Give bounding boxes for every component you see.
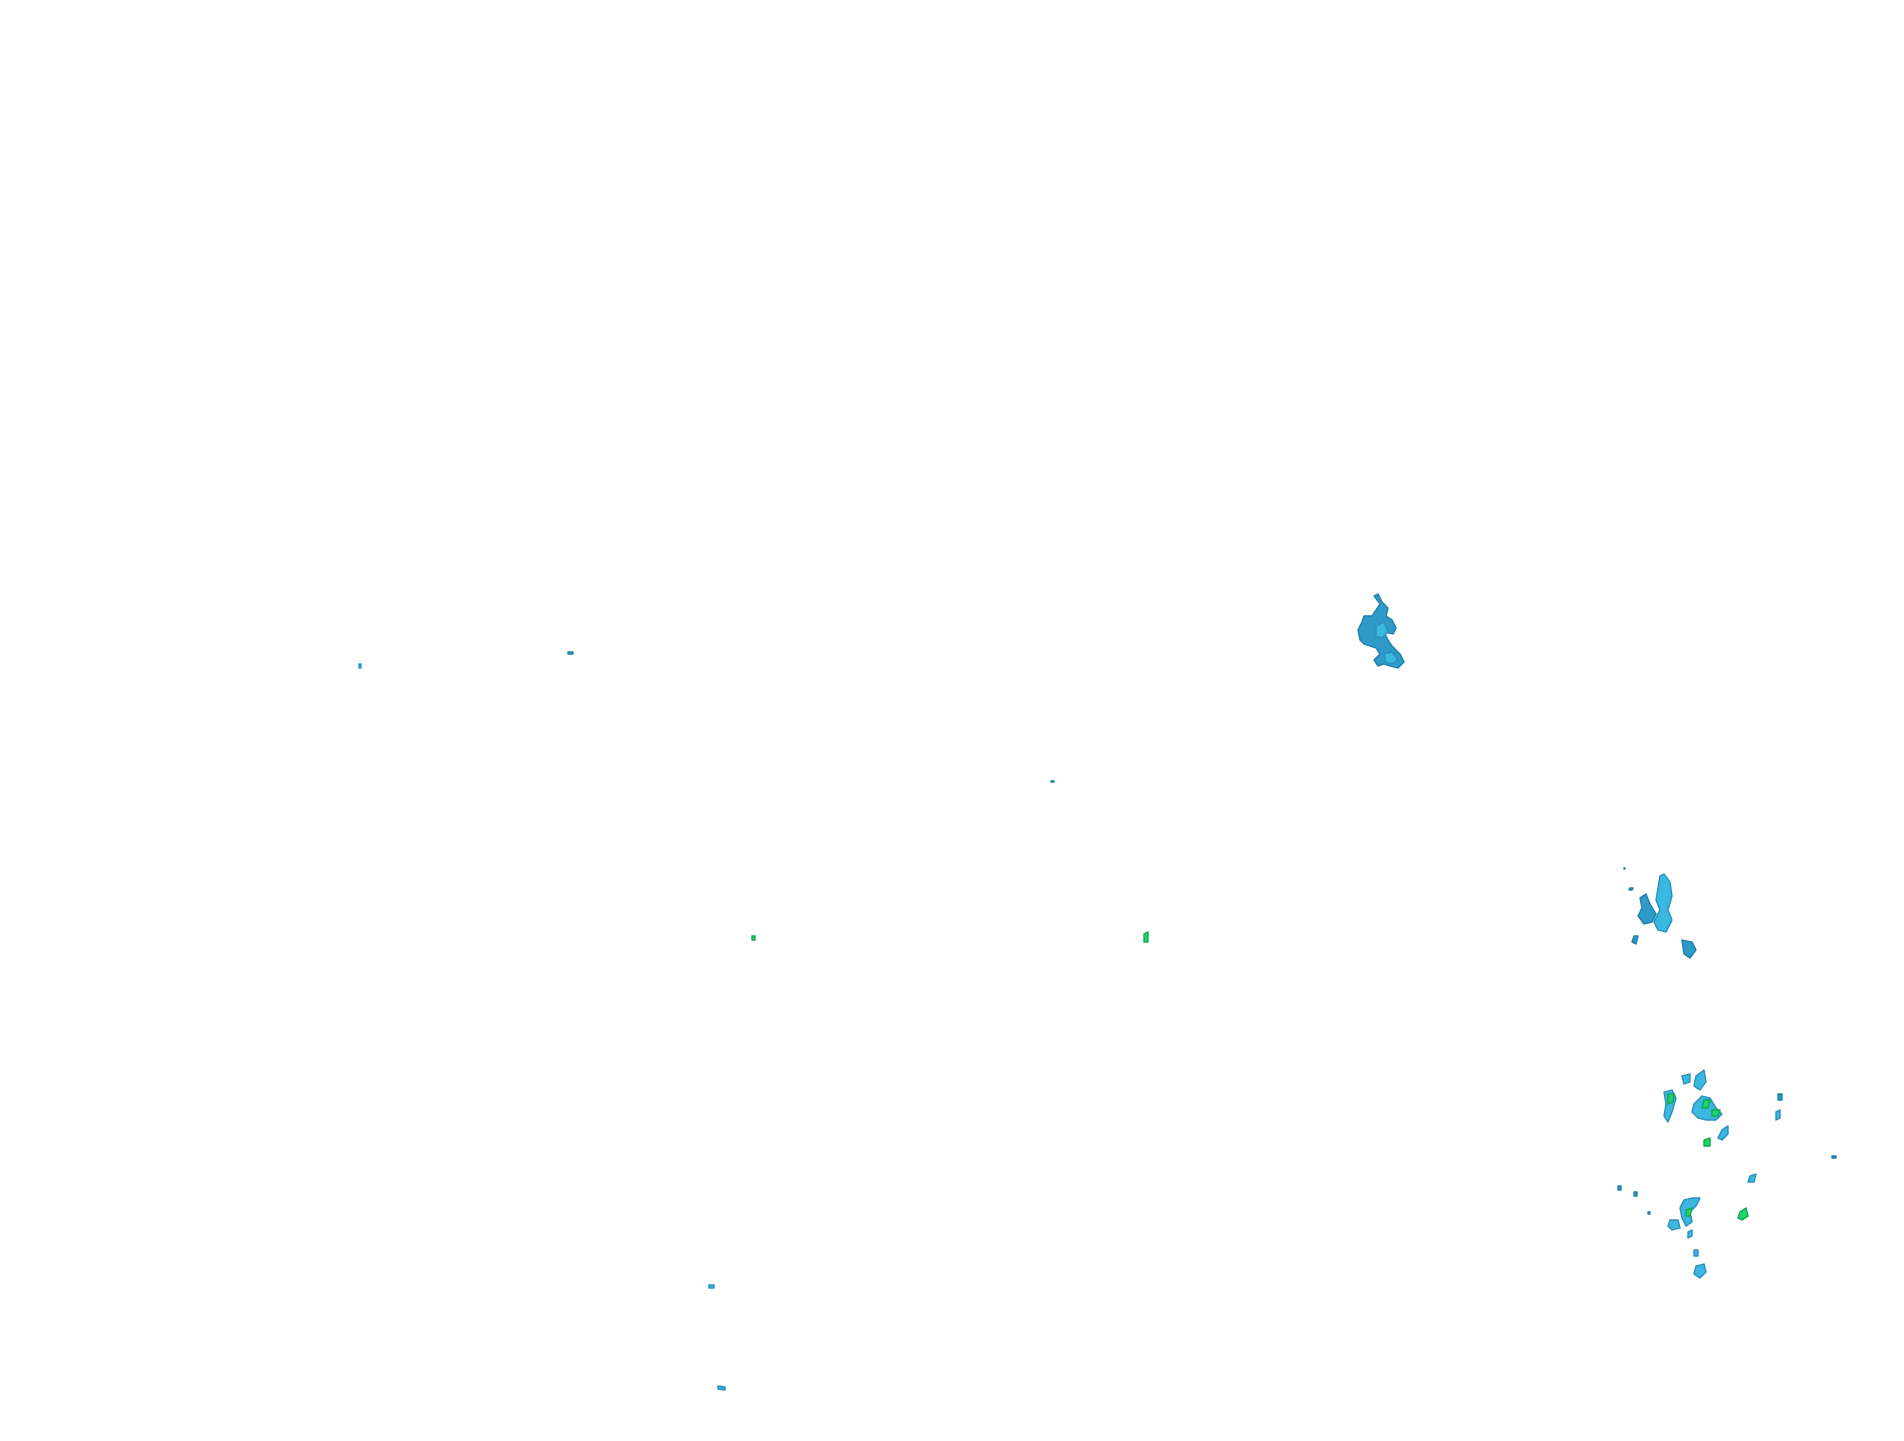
precipitation-cell-southeast xyxy=(1617,1069,1837,1279)
precipitation-echo xyxy=(1747,1173,1757,1183)
precipitation-echo xyxy=(1831,1155,1837,1159)
precipitation-echo xyxy=(751,935,756,941)
precipitation-echo xyxy=(717,1385,726,1391)
precipitation-echo xyxy=(1617,1185,1622,1191)
precipitation-echo xyxy=(1693,1249,1699,1257)
precipitation-cell-east xyxy=(1623,867,1697,959)
precipitation-echo xyxy=(567,651,574,655)
precipitation-echo xyxy=(1383,651,1399,665)
precipitation-echo xyxy=(1637,893,1657,925)
precipitation-cell-north xyxy=(1357,593,1405,669)
precipitation-echo xyxy=(1777,1093,1783,1101)
precipitation-echo xyxy=(1693,1263,1707,1279)
precipitation-echo xyxy=(1693,1069,1707,1091)
precipitation-echo xyxy=(1681,939,1697,959)
precipitation-echo xyxy=(1703,1137,1711,1147)
precipitation-echo xyxy=(358,663,362,669)
precipitation-echo xyxy=(1681,1073,1691,1085)
precipitation-echo xyxy=(1050,780,1055,783)
precipitation-echo xyxy=(1737,1207,1749,1221)
precipitation-echo xyxy=(1687,1229,1693,1239)
precipitation-echo xyxy=(1775,1109,1781,1121)
precipitation-echo xyxy=(1717,1125,1729,1141)
precipitation-echo xyxy=(1623,867,1626,870)
precipitation-speckles xyxy=(358,651,1149,1391)
precipitation-echo xyxy=(1633,1191,1638,1197)
precipitation-echo xyxy=(1711,1109,1721,1117)
precipitation-echo xyxy=(1685,1207,1693,1217)
precipitation-echo xyxy=(1653,873,1673,933)
precipitation-echo xyxy=(708,1284,715,1289)
precipitation-echo xyxy=(1701,1099,1711,1109)
precipitation-echo xyxy=(1631,935,1639,945)
precipitation-echo xyxy=(1667,1093,1675,1105)
precipitation-echo xyxy=(1375,621,1389,639)
precipitation-echo xyxy=(1647,1211,1651,1215)
precipitation-echo xyxy=(1143,931,1149,943)
precipitation-echo xyxy=(1628,887,1634,891)
precipitation-echo xyxy=(1667,1219,1681,1231)
